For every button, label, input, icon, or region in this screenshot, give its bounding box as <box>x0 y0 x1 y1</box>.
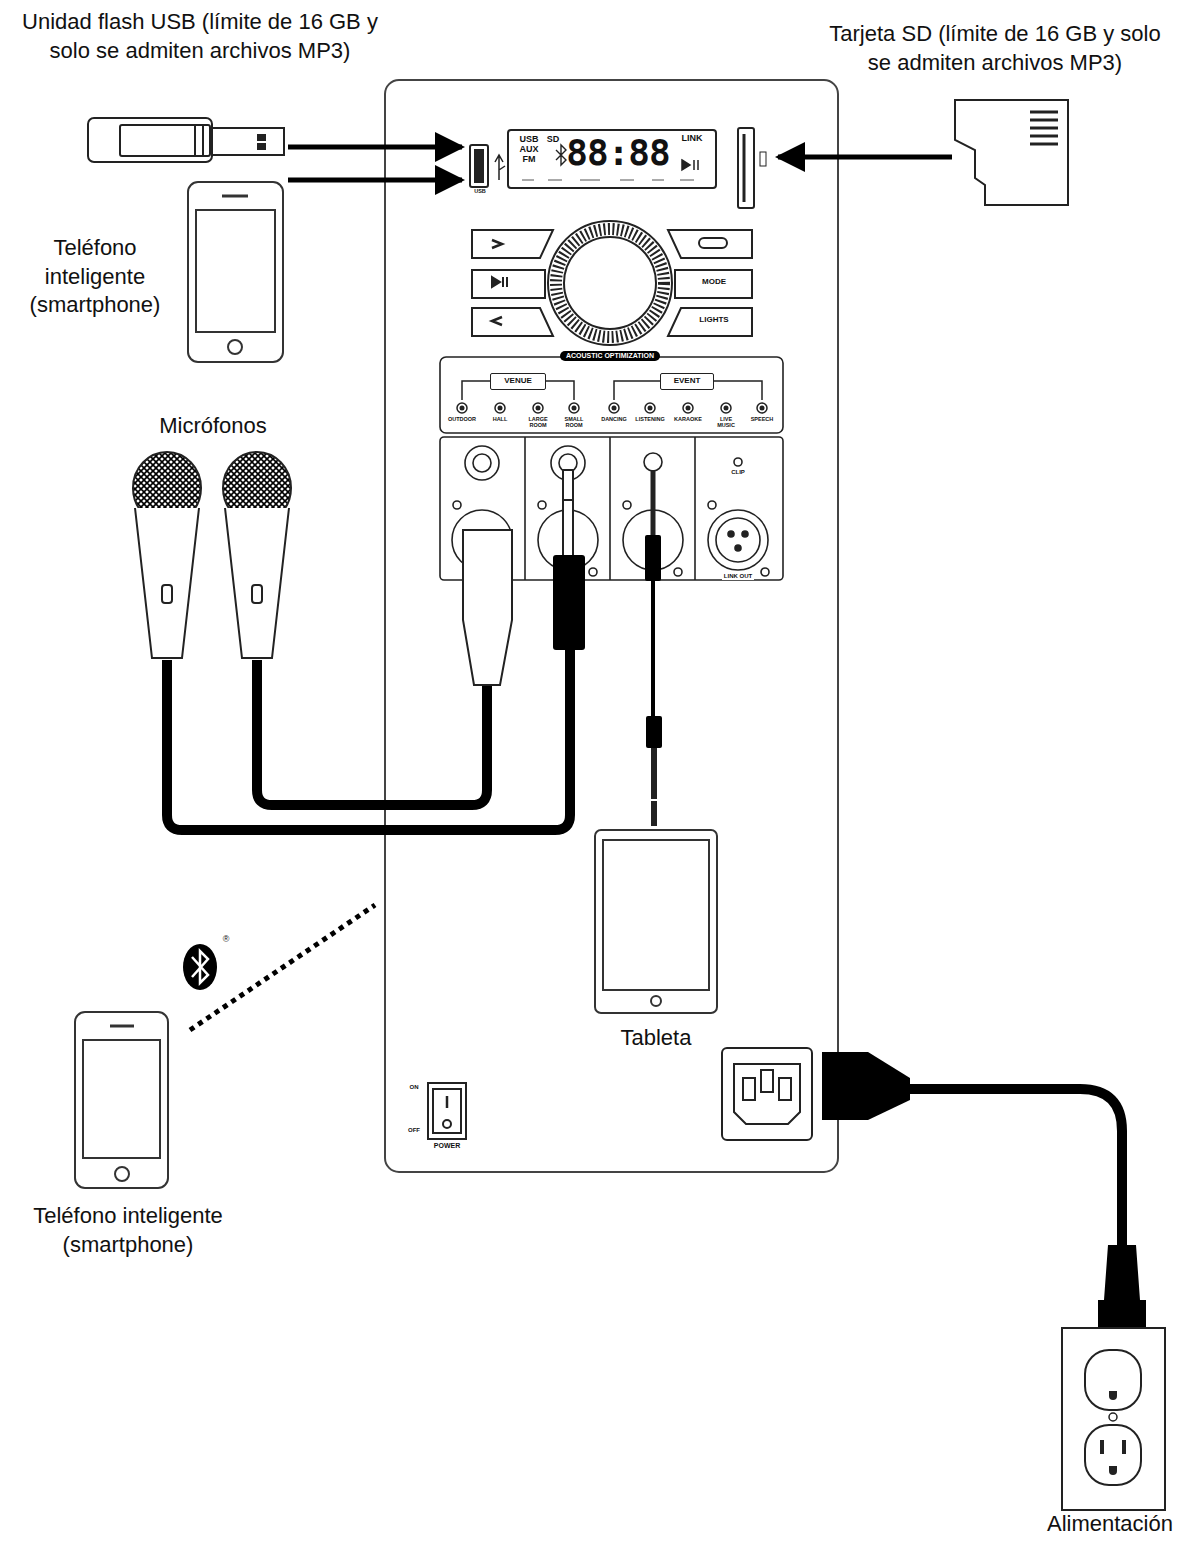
selector-dot-center <box>724 406 729 411</box>
selector-dot-center <box>612 406 617 411</box>
arrow <box>778 155 952 160</box>
microphones <box>133 452 570 830</box>
selector-dot-center <box>686 406 691 411</box>
selector-dot <box>645 403 655 413</box>
bluetooth-icon <box>183 944 217 990</box>
led-label: CLIP <box>718 469 758 476</box>
sd-contacts <box>1030 112 1058 144</box>
tablet-cable <box>645 470 662 826</box>
speaker-panel <box>385 80 838 1172</box>
preset-label: SPEECH <box>744 416 780 422</box>
preset-label: KARAOKE <box>669 416 707 422</box>
selector-dot <box>757 403 767 413</box>
bluetooth-link <box>190 905 375 1030</box>
selector-dot <box>457 403 467 413</box>
selector-dot <box>683 403 693 413</box>
selector-dot-center <box>648 406 653 411</box>
preset-label: OUTDOOR <box>443 416 481 422</box>
xlr-plug <box>463 530 512 685</box>
selector-dot <box>569 403 579 413</box>
display-indicator: FM <box>516 155 542 165</box>
section-heading: ACOUSTIC OPTIMIZATION <box>560 351 660 361</box>
play-symbol <box>682 160 698 170</box>
button-label: LIGHTS <box>684 316 744 325</box>
preset-label: DANCING <box>595 416 633 422</box>
device-label: Alimentación <box>1035 1510 1185 1539</box>
usb-flash-drive <box>88 118 284 162</box>
display-digits: 88:88 <box>563 133 673 173</box>
arrow <box>288 145 462 150</box>
group-label: VENUE <box>490 373 546 390</box>
display-indicator: AUX <box>516 145 542 155</box>
group-label: EVENT <box>660 373 714 390</box>
selector-dot <box>533 403 543 413</box>
port-label: USB <box>468 188 492 194</box>
bluetooth-symbol <box>556 145 566 165</box>
power-inlet <box>722 1048 812 1140</box>
selector-dot <box>495 403 505 413</box>
device-label: Tarjeta SD (límite de 16 GB y solo se ad… <box>825 20 1165 77</box>
wall-outlet <box>1062 1328 1165 1510</box>
sd-slot <box>738 128 766 208</box>
switch-label: OFF <box>402 1127 426 1134</box>
trademark-symbol: ® <box>218 934 234 946</box>
arrow <box>288 178 462 183</box>
selector-dot-center <box>460 406 465 411</box>
preset-label: HALL <box>481 416 519 422</box>
acoustic-panel <box>440 357 783 433</box>
jack-plug <box>553 470 585 650</box>
tablet <box>595 830 717 1013</box>
sd-card <box>955 100 1068 205</box>
display-indicator: USB <box>516 135 542 145</box>
switch-label: POWER <box>422 1142 472 1150</box>
switch-label: ON <box>404 1084 424 1091</box>
display <box>508 130 716 188</box>
display-indicator: LINK <box>675 134 709 144</box>
selector-dot-center <box>572 406 577 411</box>
usb-port <box>470 145 505 187</box>
preset-label: SMALL ROOM <box>559 416 589 428</box>
selector-dots <box>457 403 767 413</box>
buttons <box>472 230 752 336</box>
selector-dot-center <box>760 406 765 411</box>
preset-label: LIVE MUSIC <box>711 416 741 428</box>
device-label: Tableta <box>576 1024 736 1053</box>
sd-contact <box>1030 119 1058 122</box>
sd-contact <box>1030 127 1058 130</box>
sd-contact <box>1030 135 1058 138</box>
smartphone <box>75 1012 168 1188</box>
sd-contact <box>1030 143 1058 146</box>
display-legend-marks <box>522 180 694 181</box>
device-label: Unidad flash USB (límite de 16 GB y solo… <box>15 8 385 65</box>
device-label: Micrófonos <box>113 412 313 441</box>
selector-dot-center <box>536 406 541 411</box>
button-label: MODE <box>684 278 744 287</box>
selector-dot <box>721 403 731 413</box>
device-label: Teléfono inteligente (smartphone) <box>9 234 181 320</box>
power-switch <box>428 1083 466 1139</box>
sd-contact <box>1030 111 1058 114</box>
display-indicator: SD <box>543 135 563 145</box>
preset-label: LARGE ROOM <box>523 416 553 428</box>
selector-dot <box>609 403 619 413</box>
smartphone <box>188 182 283 362</box>
knob <box>548 221 672 345</box>
device-label: Teléfono inteligente (smartphone) <box>3 1202 253 1259</box>
selector-dot-center <box>498 406 503 411</box>
output-label: LINK OUT <box>722 573 754 580</box>
preset-label: LISTENING <box>631 416 669 422</box>
